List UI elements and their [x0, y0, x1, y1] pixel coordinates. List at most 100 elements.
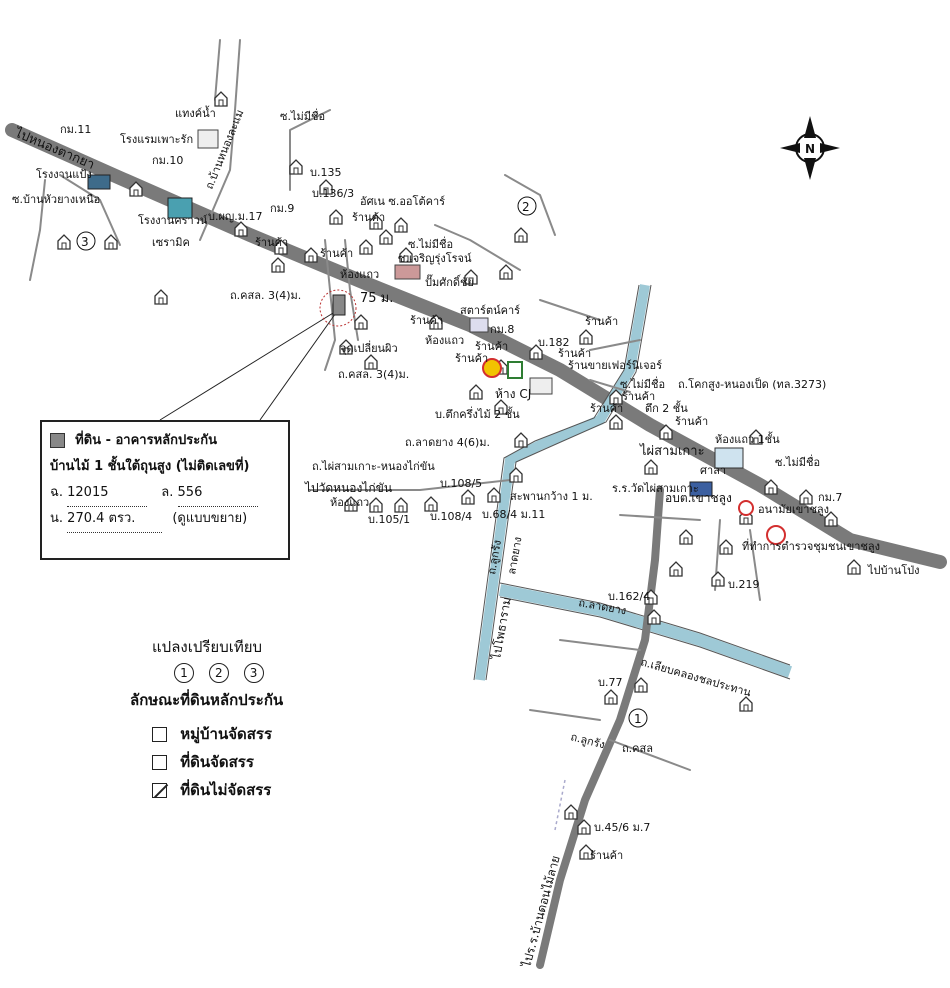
label-b68-4: บ.68/4 ม.11 [482, 508, 545, 521]
label-b-two-storey: บ.ตึกครึ่งไม้ 2 ชั้น [435, 406, 520, 421]
marker-2: 2 [517, 196, 537, 216]
label-road-kls: ถ.คสล [622, 742, 653, 755]
label-shop-4: ร้านค้า [410, 314, 443, 327]
comparison-title: แปลงเปรียบเทียบ [152, 638, 263, 656]
comparison-marker-3: 3 [243, 663, 264, 683]
land-type-option-2-label: ที่ดินจัดสรร [180, 753, 254, 771]
compass-icon: N [780, 116, 840, 180]
label-two-storey: ตึก 2 ชั้น [645, 400, 688, 415]
comparison-plots: แปลงเปรียบเทียบ 1 2 3 [130, 635, 274, 683]
leader-line [159, 309, 339, 421]
label-shop-7: ร้านค้า [585, 315, 618, 328]
label-crown-factory: โรงงานคราวน์ [138, 213, 208, 227]
label-shop-5: ร้านค้า [475, 340, 508, 353]
label-km10: กม.10 [152, 154, 183, 167]
label-chareon-rung-rot: ซ.เจริญรุ่งโรจน์ [398, 251, 472, 265]
label-b136-3: บ.136/3 [312, 187, 354, 200]
label-b108-5: บ.108/5 [440, 477, 482, 490]
parcel-marker [319, 289, 357, 327]
label-distance-75: 75 ม. [360, 291, 393, 306]
row-house-block [394, 264, 421, 280]
label-shop-8: ร้านค้า [558, 347, 591, 360]
parcel-highlight [332, 294, 346, 316]
label-shop-6: ร้านค้า [455, 352, 488, 365]
checkbox-icon [152, 755, 167, 770]
label-water-tank: แทงค์น้ำ [175, 105, 216, 120]
label-km8: กม.8 [490, 323, 514, 336]
label-shop-10: ร้านค้า [590, 402, 623, 415]
label-road-kls-1: ถ.คสล. 3(4)ม. [230, 289, 301, 302]
collateral-swatch-icon [50, 433, 65, 448]
comparison-marker-1: 1 [174, 663, 194, 683]
collateral-legend: ที่ดิน - อาคารหลักประกัน บ้านไม้ 1 ชั้นใ… [40, 420, 290, 560]
label-road-luk-rang: ถ.ลูกรัง [569, 730, 606, 751]
label-road-lat-yang-4-6: ถ.ลาดยาง 4(6)ม. [405, 436, 490, 449]
label-start-car: สตาร์ตน์คาร์ [460, 304, 520, 317]
label-road-lat-yang-side: ลาดยาง [505, 536, 524, 576]
school-building [714, 447, 744, 469]
legend-area-row: น. 270.4 ตรว. (ดูแบบขยาย) [50, 506, 280, 533]
obt-building [689, 481, 713, 497]
label-b108-4: บ.108/4 [430, 510, 472, 523]
marker-1-label: 1 [634, 712, 642, 726]
comparison-numbers: 1 2 3 [174, 663, 274, 683]
label-shop-11: ร้านค้า [675, 415, 708, 428]
canal-vertical [475, 284, 650, 681]
label-school: ร.ร.วัดไผ่สามเกาะ [612, 482, 699, 495]
label-b182: บ.182 [538, 336, 569, 349]
label-no-name-soi-3: ซ.ไม่มีชื่อ [620, 376, 665, 391]
label-b219: บ.219 [728, 578, 759, 591]
land-type-option-2: ที่ดินจัดสรร [152, 748, 283, 776]
label-shop-1: ร้านค้า [352, 211, 385, 224]
label-road-nong-kung: ถ.ลูกรัง [485, 539, 504, 576]
label-road-phai-sam-ko: ถ.ไผ่สามเกาะ-หนองไก่ขัน [312, 460, 435, 473]
checked-checkbox-icon [152, 783, 167, 798]
hotel-building [197, 129, 219, 149]
label-b77: บ.77 [598, 676, 622, 689]
cj-mall [529, 377, 553, 395]
dashed-road [554, 779, 566, 831]
land-type-legend: ลักษณะที่ดินหลักประกัน หมู่บ้านจัดสรร ที… [130, 688, 283, 804]
crown-factory-building [167, 197, 193, 219]
label-soi-hua-yang: ซ.บ้านหัวยางเหนือ [12, 193, 100, 206]
marker-3: 3 [76, 231, 96, 251]
label-health-station: อนามัยเขาชลูง [758, 503, 829, 516]
marker-1: 1 [628, 708, 648, 728]
label-row-house-2: ห้องแถว [425, 334, 464, 347]
label-ceramic: เซรามิค [152, 236, 190, 249]
legend-subtitle: บ้านไม้ 1 ชั้นใต้ถุนสูง (ไม่ติดเลขที่) [50, 459, 250, 474]
label-shop-2: ร้านค้า [255, 236, 288, 249]
label-sale-point: จุดเปลี่ยนผิว [340, 340, 398, 355]
deed-value: 12015 [67, 480, 148, 507]
marker-3-label: 3 [81, 235, 89, 249]
label-b45-6: บ.45/6 ม.7 [594, 821, 650, 834]
land-type-option-1-label: หมู่บ้านจัดสรร [180, 725, 273, 743]
canal-vertical-edge-2 [485, 284, 652, 681]
label-furniture: ร้านขายเฟอร์นิเจอร์ [568, 359, 662, 372]
label-b-unknown17: บ.ผญ.ม.17 [208, 210, 263, 223]
label-no-name-soi-4: ซ.ไม่มีชื่อ [775, 454, 820, 469]
legend-deed-row: ฉ. 12015 ล. 556 [50, 480, 280, 507]
label-b105-1: บ.105/1 [368, 513, 410, 526]
label-shop-12: ร้านค้า [590, 849, 623, 862]
label-km9: กม.9 [270, 202, 294, 215]
land-type-option-1: หมู่บ้านจัดสรร [152, 720, 283, 748]
label-phai-sam-ko: ไผ่สามเกาะ [639, 443, 705, 459]
land-value: 556 [177, 480, 258, 507]
label-hotel: โรงแรมเพาะรัก [120, 132, 193, 146]
label-bridge: สะพานกว้าง 1 ม. [510, 490, 593, 503]
land-type-title: ลักษณะที่ดินหลักประกัน [130, 691, 284, 709]
label-b135: บ.135 [310, 166, 341, 179]
label-no-name-soi-2: ซ.ไม่มีชื่อ [408, 236, 453, 251]
label-obt: อบต.เขาชลูง [665, 491, 732, 506]
label-mall-cj: ห้าง CJ [495, 387, 531, 401]
label-one-storey-row: ห้องแถว 1ชั้น [715, 431, 780, 446]
area-label: น. [50, 511, 64, 526]
area-value: 270.4 ตรว. [67, 506, 163, 533]
label-to-wat-nong-kai: ไปวัดหนองไก่ขัน [304, 481, 392, 495]
label-road-khok-sung: ถ.โคกสูง-หนองเป็ด (ทล.3273) [678, 377, 826, 391]
start-car-building [469, 317, 489, 333]
label-factory: โรงงานแป้ง [36, 167, 92, 181]
label-b162-4: บ.162/4 [608, 590, 650, 603]
